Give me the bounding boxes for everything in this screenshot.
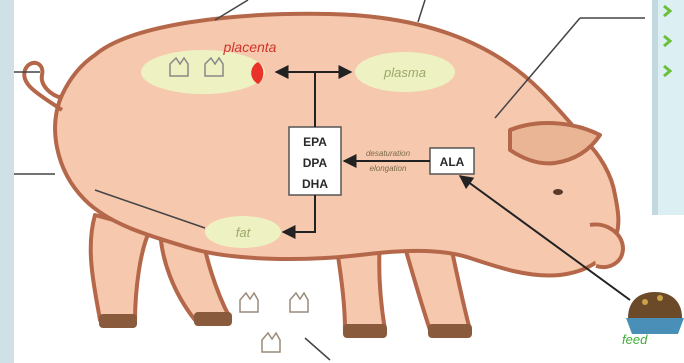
desaturation-label: desaturation [366, 149, 411, 158]
dpa-label: DPA [303, 156, 328, 170]
fat-label: fat [236, 225, 252, 240]
epa-label: EPA [303, 135, 327, 149]
ala-label: ALA [440, 155, 465, 169]
pig-eye [553, 189, 563, 195]
placenta-label: placenta [223, 39, 277, 55]
side-panel [652, 0, 684, 215]
feed-bowl-icon [626, 292, 684, 334]
feed-label: feed [622, 332, 648, 347]
left-edge-panel [0, 0, 14, 363]
pig-hooves [99, 312, 472, 338]
elongation-label: elongation [370, 164, 407, 173]
placenta-node [141, 50, 265, 94]
piglet-icon [240, 293, 308, 352]
plasma-label: plasma [383, 65, 426, 80]
dha-label: DHA [302, 177, 328, 191]
